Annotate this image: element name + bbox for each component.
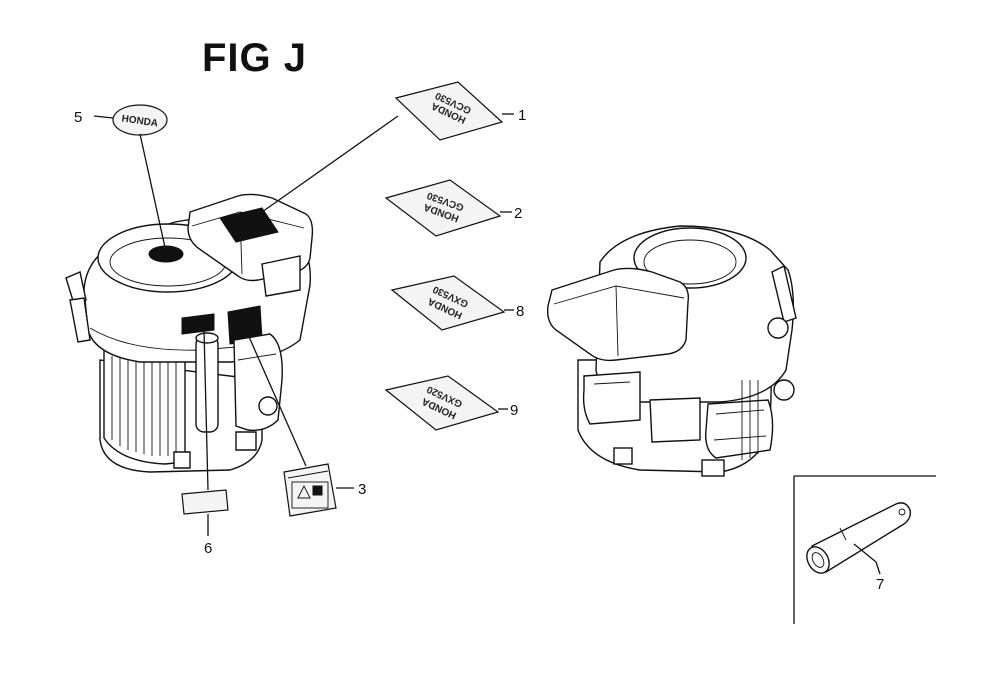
callout-5: 5 xyxy=(74,109,82,126)
callout-6: 6 xyxy=(204,540,212,557)
callout-2: 2 xyxy=(514,205,522,222)
leader-lines xyxy=(93,113,881,575)
callout-numbers: 5 1 2 8 9 3 6 7 xyxy=(74,107,884,593)
figure-title: FIG J xyxy=(202,36,308,80)
decal-5-text: HONDA xyxy=(121,113,159,129)
decal-5-emblem: HONDA xyxy=(112,104,168,136)
decal-1: HONDA GCV530 xyxy=(394,81,504,141)
tool-7-wrench xyxy=(793,475,936,624)
engine-right xyxy=(546,225,797,477)
callout-9: 9 xyxy=(510,402,518,419)
callout-8: 8 xyxy=(516,303,524,320)
decal-3-warning xyxy=(283,463,337,517)
decal-6 xyxy=(181,489,229,515)
callout-1: 1 xyxy=(518,107,526,124)
callout-3: 3 xyxy=(358,481,366,498)
callout-7: 7 xyxy=(876,576,884,593)
decal-2: HONDA GCV530 xyxy=(384,179,502,237)
decal-8: HONDA GXV530 xyxy=(390,275,506,331)
decal-9: HONDA GXV520 xyxy=(384,375,500,431)
engine-left xyxy=(65,193,314,473)
